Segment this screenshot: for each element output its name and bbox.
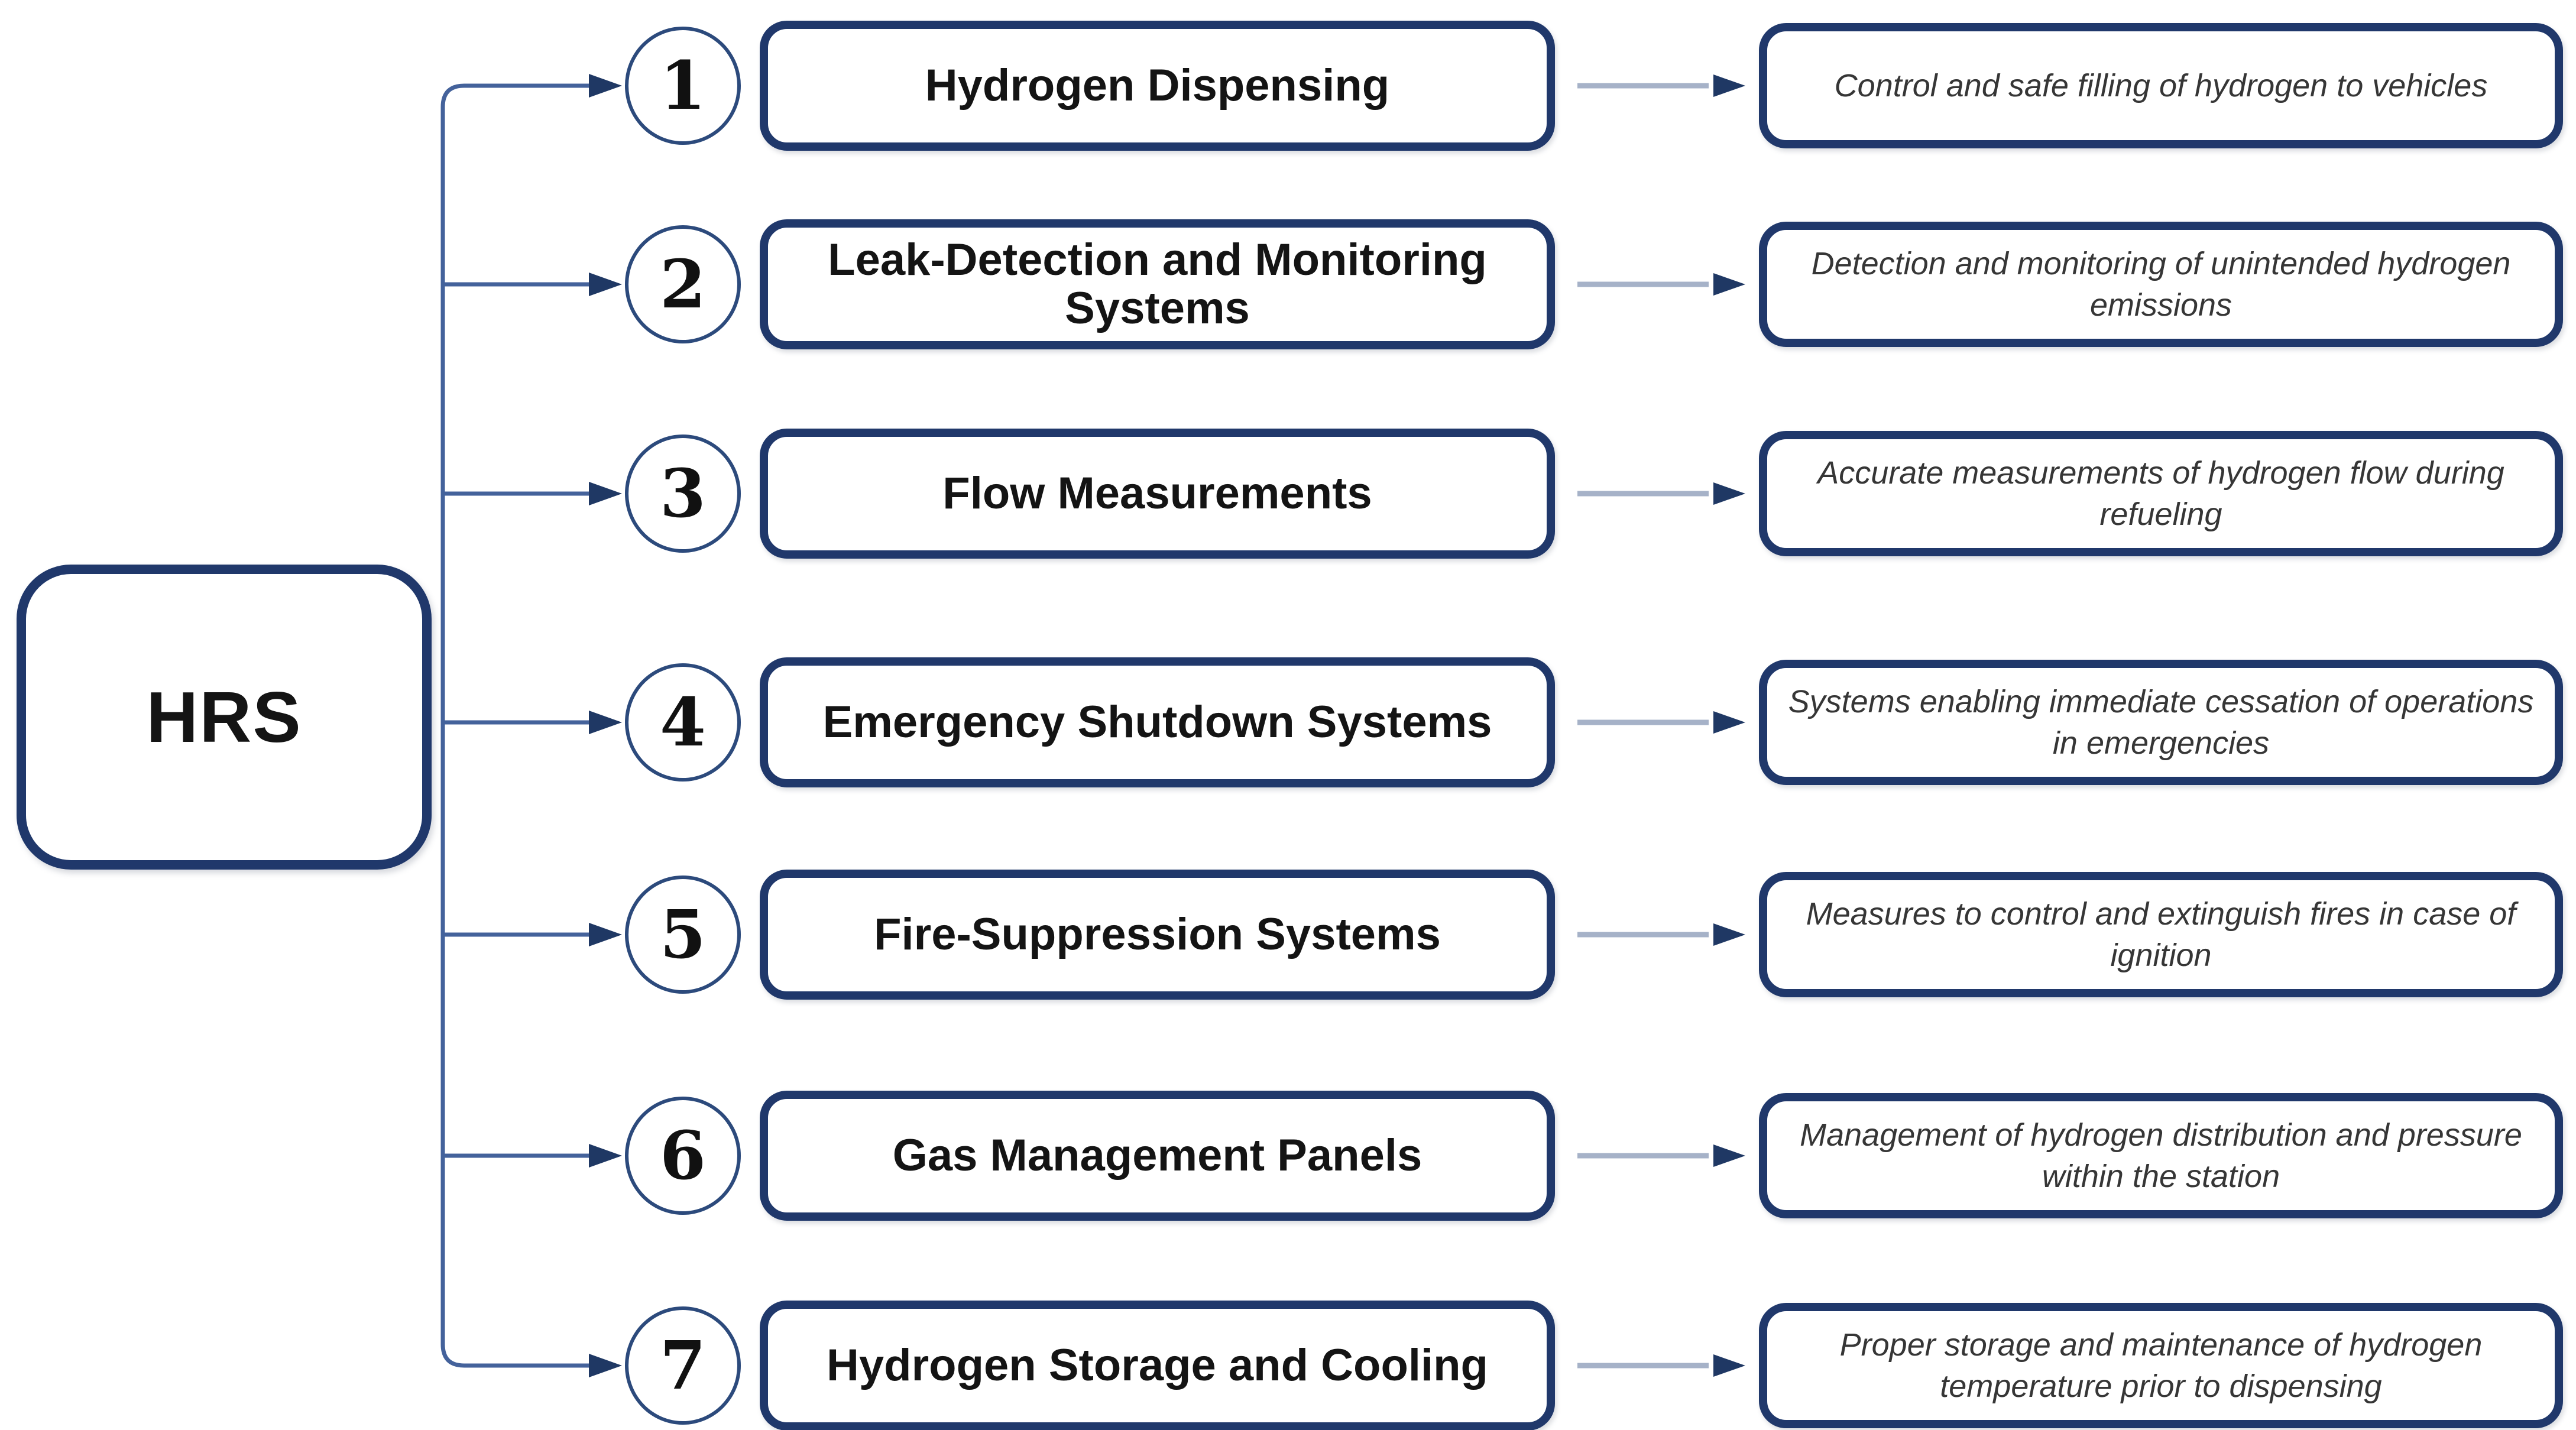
step-number-badge: 5: [625, 875, 741, 994]
diagram-row: 6 Gas Management Panels Management of hy…: [0, 1091, 2576, 1221]
component-title: Fire-Suppression Systems: [874, 909, 1441, 959]
step-number-badge: 1: [625, 27, 741, 145]
component-title: Emergency Shutdown Systems: [822, 696, 1492, 747]
step-number: 6: [660, 1117, 706, 1195]
component-title: Leak-Detection and Monitoring Systems: [828, 234, 1487, 333]
component-title: Gas Management Panels: [892, 1130, 1423, 1181]
step-number: 7: [660, 1327, 706, 1405]
description-box: Systems enabling immediate cessation of …: [1759, 660, 2563, 785]
diagram-row: 4 Emergency Shutdown Systems Systems ena…: [0, 657, 2576, 787]
description-box: Management of hydrogen distribution and …: [1759, 1093, 2563, 1218]
step-number: 4: [660, 683, 706, 761]
component-description: Management of hydrogen distribution and …: [1800, 1117, 2522, 1194]
description-box: Control and safe filling of hydrogen to …: [1759, 23, 2563, 148]
component-box: Flow Measurements: [760, 429, 1555, 559]
component-box: Hydrogen Storage and Cooling: [760, 1301, 1555, 1430]
step-number: 2: [660, 245, 706, 323]
step-number: 5: [660, 896, 706, 974]
step-number-badge: 7: [625, 1306, 741, 1425]
step-number-badge: 2: [625, 225, 741, 343]
step-number-badge: 3: [625, 434, 741, 553]
step-number: 3: [660, 455, 706, 533]
description-box: Detection and monitoring of unintended h…: [1759, 222, 2563, 347]
description-box: Accurate measurements of hydrogen flow d…: [1759, 431, 2563, 556]
component-description: Detection and monitoring of unintended h…: [1811, 245, 2511, 323]
hrs-root-label: HRS: [146, 677, 302, 757]
description-box: Measures to control and extinguish fires…: [1759, 872, 2563, 997]
diagram-row: 2 Leak-Detection and Monitoring Systems …: [0, 219, 2576, 349]
component-box: Fire-Suppression Systems: [760, 870, 1555, 1000]
diagram-row: 3 Flow Measurements Accurate measurement…: [0, 429, 2576, 559]
step-number-badge: 6: [625, 1097, 741, 1215]
component-title: Hydrogen Dispensing: [925, 60, 1390, 111]
description-box: Proper storage and maintenance of hydrog…: [1759, 1303, 2563, 1428]
component-description: Systems enabling immediate cessation of …: [1788, 683, 2534, 761]
diagram-row: 5 Fire-Suppression Systems Measures to c…: [0, 870, 2576, 1000]
component-description: Measures to control and extinguish fires…: [1806, 896, 2516, 973]
hrs-root-node: HRS: [17, 565, 432, 870]
component-description: Accurate measurements of hydrogen flow d…: [1817, 455, 2504, 532]
diagram-row: 1 Hydrogen Dispensing Control and safe f…: [0, 21, 2576, 151]
component-box: Emergency Shutdown Systems: [760, 657, 1555, 787]
component-description: Proper storage and maintenance of hydrog…: [1839, 1327, 2483, 1404]
component-box: Gas Management Panels: [760, 1091, 1555, 1221]
component-title: Hydrogen Storage and Cooling: [827, 1340, 1488, 1390]
diagram-row: 7 Hydrogen Storage and Cooling Proper st…: [0, 1301, 2576, 1430]
component-box: Leak-Detection and Monitoring Systems: [760, 219, 1555, 349]
step-number-badge: 4: [625, 663, 741, 782]
component-description: Control and safe filling of hydrogen to …: [1834, 67, 2488, 103]
component-title: Flow Measurements: [942, 468, 1372, 518]
step-number: 1: [660, 47, 706, 125]
component-box: Hydrogen Dispensing: [760, 21, 1555, 151]
